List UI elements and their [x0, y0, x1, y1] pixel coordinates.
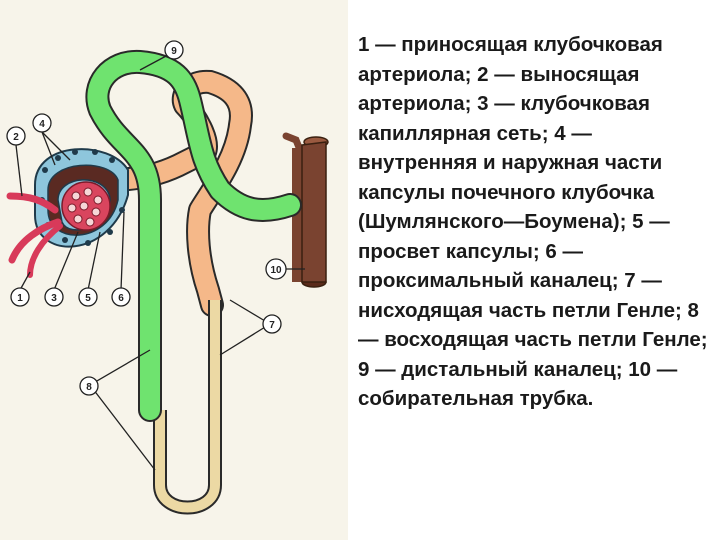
svg-text:3: 3	[51, 293, 57, 304]
collecting-duct	[282, 132, 329, 288]
distal-tubule	[85, 49, 302, 422]
callout-4: 4	[32, 113, 52, 133]
callout-9: 9	[164, 40, 184, 60]
nephron-svg: 1 2 3 4 5 6 7 8	[6, 40, 329, 515]
proximal-tubule	[106, 69, 253, 317]
svg-text:9: 9	[171, 46, 177, 57]
svg-text:6: 6	[118, 293, 124, 304]
callout-2: 2	[6, 126, 26, 146]
callout-6: 6	[111, 287, 131, 307]
svg-text:7: 7	[269, 320, 275, 331]
svg-text:5: 5	[85, 293, 91, 304]
svg-text:10: 10	[270, 265, 282, 276]
loop-of-henle-thin	[153, 300, 222, 515]
svg-text:1: 1	[17, 293, 23, 304]
nephron-diagram: 1 2 3 4 5 6 7 8	[0, 0, 348, 540]
svg-text:8: 8	[86, 382, 92, 393]
callout-7: 7	[262, 314, 282, 334]
callout-3: 3	[44, 287, 64, 307]
callout-1: 1	[10, 287, 30, 307]
callout-5: 5	[78, 287, 98, 307]
callout-10: 10	[265, 258, 287, 280]
svg-text:4: 4	[39, 119, 45, 130]
callout-8: 8	[79, 376, 99, 396]
figure-legend: 1 — приносящая клубочковая артериола; 2 …	[358, 33, 708, 410]
arterioles	[6, 192, 63, 278]
svg-text:2: 2	[13, 132, 19, 143]
glomerulus	[61, 181, 111, 231]
